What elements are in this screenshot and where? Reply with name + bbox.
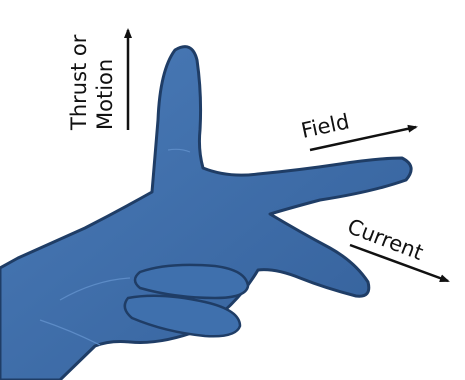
knuckle-crease [167, 148, 191, 153]
wrist-crease [39, 319, 101, 346]
palm-crease [59, 277, 131, 301]
hand-silhouette [0, 45, 413, 380]
thrust-label-line2: Motion [93, 59, 117, 130]
current-arrow [349, 243, 450, 283]
thrust-label-line1: Thrust or [67, 34, 91, 131]
ring-finger [133, 263, 250, 300]
field-label: Field [299, 109, 351, 143]
hand [0, 45, 413, 380]
field-arrow [309, 124, 418, 152]
pinky-finger [123, 294, 242, 338]
